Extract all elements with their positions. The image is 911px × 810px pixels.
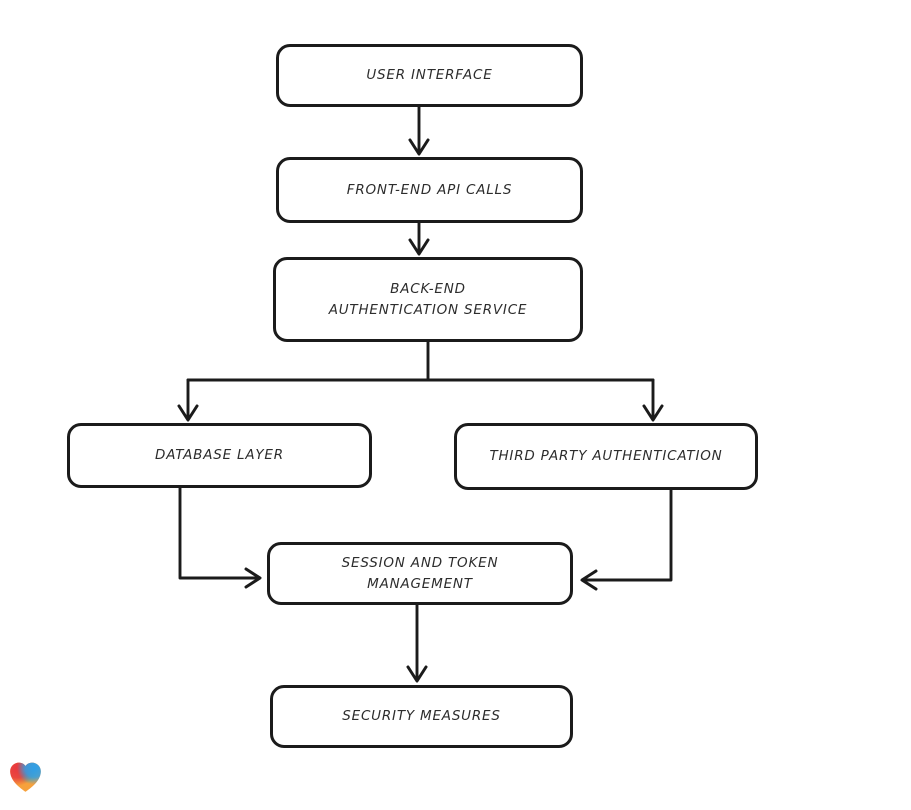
node-back-end-authentication-service[interactable]: BACK-END AUTHENTICATION SERVICE: [273, 257, 583, 342]
node-label: FRONT-END API CALLS: [346, 181, 513, 198]
node-label: DATABASE LAYER: [155, 447, 284, 464]
node-front-end-api-calls[interactable]: FRONT-END API CALLS: [276, 157, 583, 223]
node-user-interface[interactable]: USER INTERFACE: [276, 44, 583, 107]
node-label: BACK-END AUTHENTICATION SERVICE: [328, 280, 528, 318]
node-security-measures[interactable]: SECURITY MEASURES: [270, 685, 573, 748]
node-label: SESSION AND TOKEN MANAGEMENT: [341, 554, 499, 592]
node-label: THIRD PARTY AUTHENTICATION: [489, 448, 723, 465]
node-session-and-token-management[interactable]: SESSION AND TOKEN MANAGEMENT: [267, 542, 573, 605]
node-database-layer[interactable]: DATABASE LAYER: [67, 423, 372, 488]
node-third-party-authentication[interactable]: THIRD PARTY AUTHENTICATION: [454, 423, 758, 490]
heart-logo[interactable]: [8, 760, 43, 794]
node-label: SECURITY MEASURES: [342, 708, 501, 725]
node-label: USER INTERFACE: [366, 67, 493, 84]
